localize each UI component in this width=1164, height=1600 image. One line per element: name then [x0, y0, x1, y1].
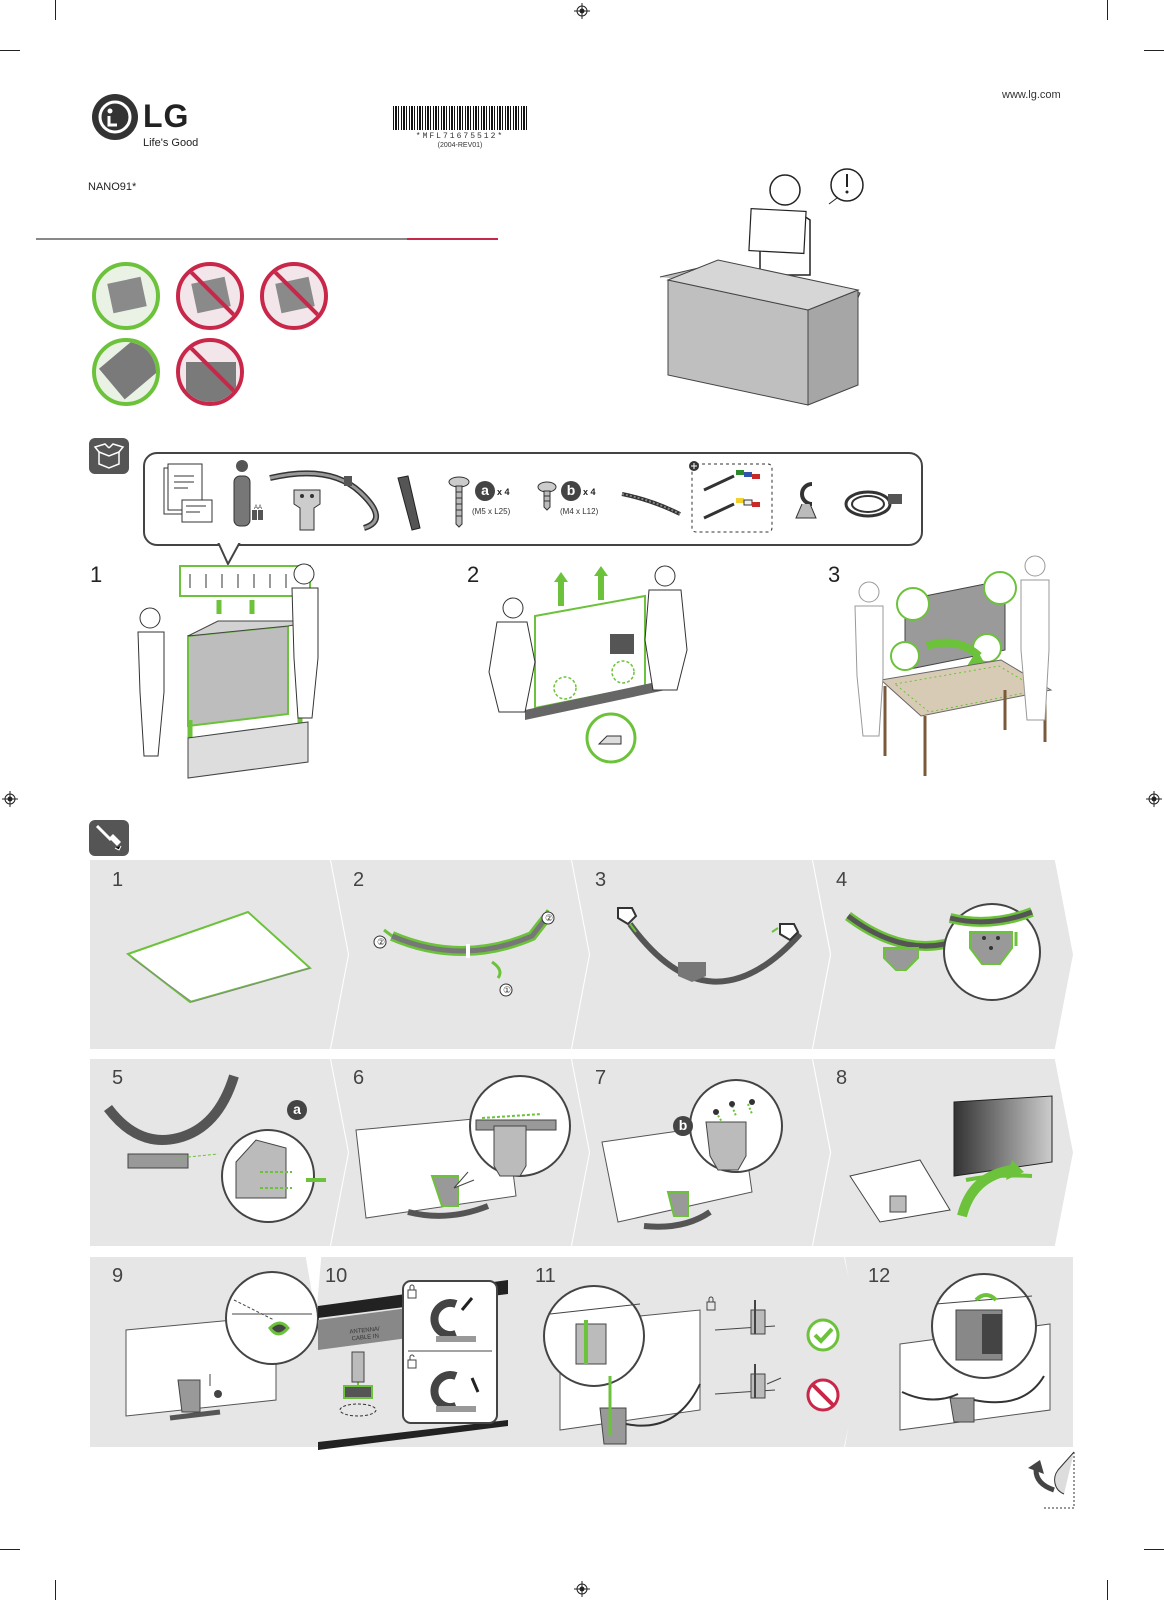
step-5-screw-illustration — [104, 1074, 326, 1223]
header-divider-accent — [407, 238, 498, 240]
accessories-panel — [143, 452, 923, 546]
website-link[interactable]: www.lg.com — [1002, 89, 1061, 101]
assembly-step-number: 2 — [353, 869, 365, 891]
screw-a-icon — [448, 476, 470, 528]
assembly-step-number: 1 — [112, 869, 124, 891]
stand-body-icon — [293, 489, 321, 531]
screw-b-qty: x 4 — [583, 487, 596, 497]
step-4-stand-illustration — [845, 903, 1041, 1001]
cable-guide-icon — [397, 475, 421, 531]
remote-icon — [233, 460, 263, 527]
lg-logo-icon — [92, 94, 138, 140]
unpack-step-number: 1 — [90, 562, 103, 587]
open-box-icon — [89, 438, 129, 474]
step-2-mark: ① — [503, 985, 512, 995]
screw-a-tag: a — [475, 481, 495, 501]
carry-flat-icon — [176, 262, 244, 330]
crop-mark — [1144, 1549, 1164, 1550]
step-8-upright-illustration — [849, 1095, 1053, 1223]
model-number: NANO91* — [88, 181, 137, 193]
unpack-step-number: 2 — [467, 562, 480, 587]
cable-tie-icon — [621, 492, 681, 516]
screw-a-qty: x 4 — [497, 487, 510, 497]
unpack-step-2-illustration — [488, 565, 688, 764]
assembly-step-number: 6 — [353, 1067, 365, 1089]
crop-mark — [55, 1580, 56, 1600]
step-2-mark: ② — [377, 937, 386, 947]
check-ok-icon — [806, 1318, 840, 1352]
step-3-stand-illustration — [617, 907, 803, 985]
registration-mark-icon — [1146, 791, 1162, 807]
registration-mark-icon — [574, 3, 590, 19]
holder-clip-icon — [795, 482, 817, 519]
crop-mark — [0, 50, 20, 51]
step-2-mark: ② — [545, 913, 554, 923]
registration-mark-icon — [574, 1581, 590, 1597]
screw-b-icon — [537, 481, 557, 511]
bubble-pointer — [217, 538, 243, 567]
brand-name: LG — [143, 98, 190, 134]
stand-arc-icon — [269, 470, 379, 531]
assembly-step-number: 7 — [595, 1067, 607, 1089]
barcode — [393, 106, 527, 130]
power-cord-icon — [844, 490, 902, 518]
assembly-step-panel — [572, 860, 830, 1049]
press-screen-icon — [176, 338, 244, 406]
step-12-cable-illustration — [899, 1273, 1051, 1431]
page-turn-icon — [1028, 1451, 1075, 1509]
screw-b-tag: b — [561, 481, 581, 501]
assembly-step-number: 5 — [112, 1067, 124, 1089]
crop-mark — [1144, 50, 1164, 51]
battery-label: AA — [254, 505, 263, 511]
assembly-step-number: 11 — [535, 1265, 556, 1287]
brand-tagline: Life's Good — [143, 137, 199, 149]
unpack-step-number: 3 — [828, 562, 841, 587]
manual-icon — [163, 463, 213, 523]
step-2-stand-illustration — [373, 909, 555, 997]
screw-a-size: (M5 x L25) — [472, 507, 511, 516]
screw-a-tag: a — [287, 1100, 307, 1120]
screwdriver-icon — [89, 820, 129, 856]
crop-mark — [0, 1549, 20, 1550]
hold-edge-icon — [92, 338, 160, 406]
assembly-step-number: 12 — [868, 1265, 891, 1287]
assembly-step-number: 4 — [836, 869, 848, 891]
step-9-holder-illustration — [125, 1271, 319, 1421]
crop-mark — [1107, 1580, 1108, 1600]
crop-mark — [1107, 0, 1108, 20]
assembly-step-number: 3 — [595, 869, 607, 891]
av-cable-icon — [689, 461, 773, 533]
unpack-step-1-illustration — [137, 563, 319, 779]
step-10-clip-detail — [402, 1280, 498, 1424]
crop-mark — [55, 0, 56, 20]
step-11-ok-nok-illustration — [706, 1296, 782, 1399]
step-7-screw-illustration — [601, 1079, 783, 1230]
prohibited-icon — [806, 1378, 840, 1412]
barcode-text: *MFL71675512* — [415, 132, 505, 141]
carry-upright-icon — [92, 262, 160, 330]
barcode-revision: (2004-REV01) — [437, 142, 483, 149]
screw-b-size: (M4 x L12) — [560, 507, 599, 516]
unboxing-illustration — [659, 168, 864, 406]
step-6-attach-illustration — [355, 1075, 571, 1219]
header-divider — [36, 238, 498, 240]
step-1-cloth-illustration — [125, 910, 313, 1004]
step-11-cable-illustration — [543, 1285, 701, 1445]
carry-horizontal-icon — [260, 262, 328, 330]
screw-b-tag: b — [673, 1116, 693, 1136]
assembly-step-number: 9 — [112, 1265, 124, 1287]
unpack-step-3-illustration — [854, 555, 1053, 776]
assembly-step-number: 10 — [325, 1265, 348, 1287]
registration-mark-icon — [2, 791, 18, 807]
assembly-step-number: 8 — [836, 1067, 848, 1089]
